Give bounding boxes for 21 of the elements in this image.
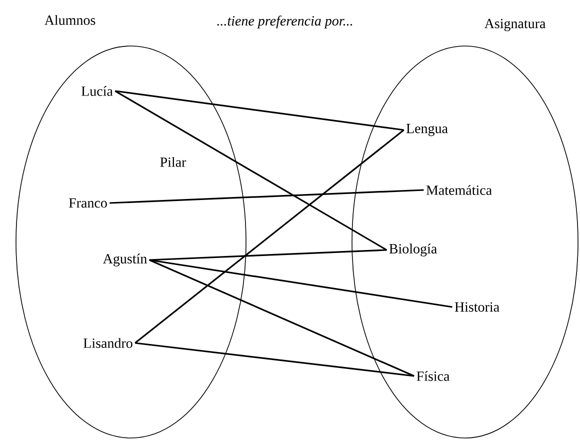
- connector-line: [134, 129, 404, 344]
- node-label: Asignatura: [484, 18, 546, 32]
- item-label: Historia: [454, 302, 500, 312]
- item-label: Física: [416, 371, 450, 381]
- connector-line: [110, 189, 424, 204]
- item-label: Franco: [68, 198, 107, 208]
- connector-line: [114, 90, 388, 251]
- heading-text: ...tiene preferencia por...: [217, 16, 352, 28]
- item-label: Lengua: [406, 124, 448, 136]
- item-label: Matemática: [426, 185, 492, 195]
- item-label: Lucía: [81, 86, 113, 96]
- item-label: Biología: [389, 244, 437, 256]
- item-label: Lisandro: [84, 338, 132, 348]
- item-label: Pilar: [160, 157, 186, 167]
- item-label: Agustín: [102, 254, 147, 266]
- connector-line: [135, 342, 414, 377]
- connector-line: [149, 259, 414, 377]
- connector-line: [115, 90, 404, 131]
- connector-line: [149, 249, 387, 261]
- connector-line: [149, 259, 452, 308]
- node-label: Alumnos: [44, 15, 96, 25]
